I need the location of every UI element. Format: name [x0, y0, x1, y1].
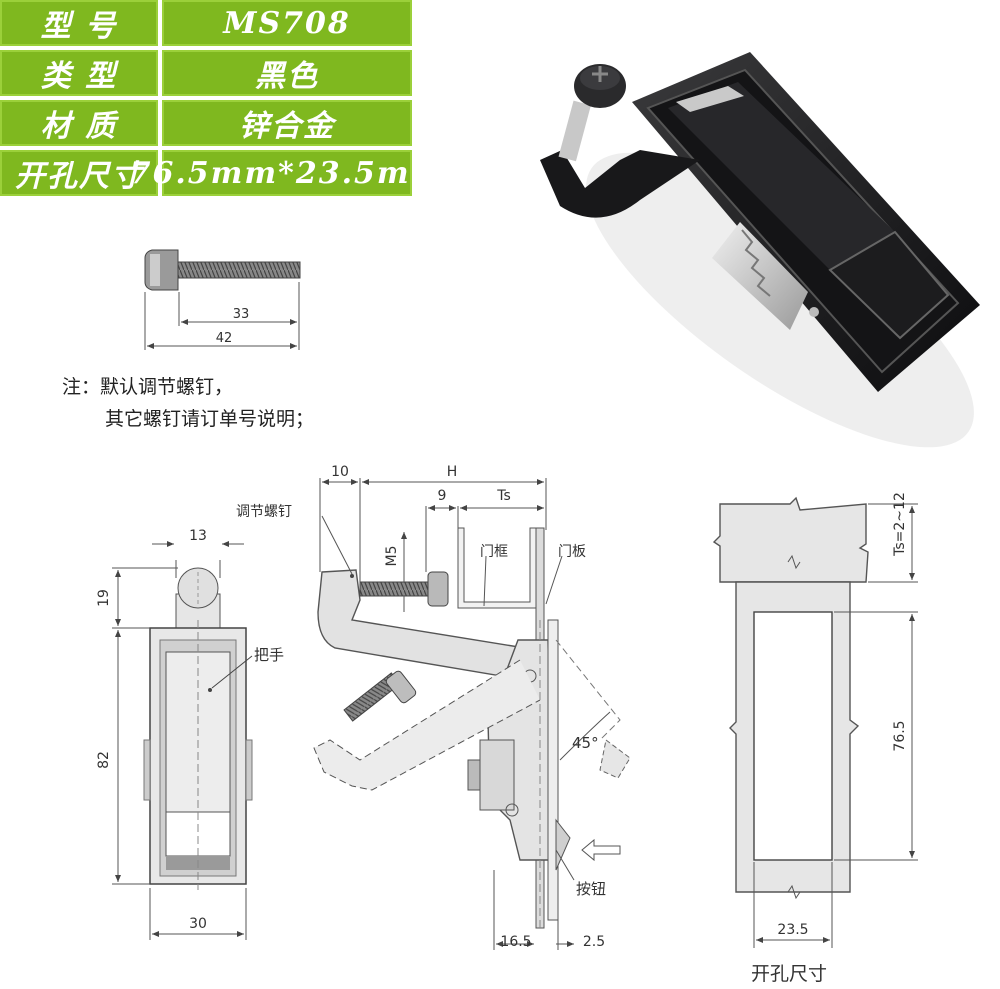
spec-label: 开孔尺寸 [0, 150, 158, 196]
spec-row-cutout: 开孔尺寸 76.5mm*23.5mm [0, 150, 442, 196]
side-view-drawing [313, 478, 631, 950]
side-dim-10: 10 [331, 464, 349, 480]
spec-value: 黑色 [162, 50, 412, 96]
cutout-drawing [712, 496, 918, 948]
door-frame-label: 门框 [480, 544, 508, 560]
door-panel-label: 门板 [558, 544, 586, 560]
screw-dim-thread: 33 [233, 307, 250, 322]
side-dim-ts: Ts [496, 488, 511, 504]
spec-value: 76.5mm*23.5mm [130, 150, 442, 196]
spec-label: 类 型 [0, 50, 158, 96]
spec-row-type: 类 型 黑色 [0, 50, 412, 96]
side-dim-right: 2.5 [583, 934, 605, 950]
front-dim-top: 13 [189, 528, 207, 544]
side-dim-9: 9 [438, 488, 447, 504]
front-dim-width: 30 [189, 916, 207, 932]
spec-row-material: 材 质 锌合金 [0, 100, 412, 146]
front-dim-height: 82 [96, 751, 112, 769]
open-angle-label: 45° [572, 734, 599, 752]
front-view-drawing [112, 541, 253, 940]
adjust-screw-label: 调节螺钉 [236, 504, 292, 520]
note-line-1: 注：默认调节螺钉， [62, 376, 234, 398]
cutout-dim-width: 23.5 [777, 922, 808, 938]
front-dim-knob: 19 [96, 589, 112, 607]
spec-label: 材 质 [0, 100, 158, 146]
spec-table: 型 号 MS708 类 型 黑色 材 质 锌合金 开孔尺寸 76.5mm*23.… [0, 0, 442, 196]
cutout-dim-ts: Ts=2~12 [892, 492, 908, 557]
latch-product-photo [540, 52, 980, 448]
side-dim-m5: M5 [384, 546, 400, 567]
spec-value: 锌合金 [162, 100, 412, 146]
side-dim-h: H [447, 464, 458, 480]
button-label: 按钮 [576, 880, 606, 898]
screw-drawing [144, 249, 301, 350]
cutout-dim-height: 76.5 [892, 720, 908, 751]
side-dim-left: 16.5 [500, 934, 531, 950]
cutout-caption: 开孔尺寸 [751, 963, 827, 985]
screw-dim-total: 42 [216, 331, 233, 346]
spec-label: 型 号 [0, 0, 158, 46]
handle-label: 把手 [254, 646, 284, 664]
spec-row-model: 型 号 MS708 [0, 0, 412, 46]
note-line-2: 其它螺钉请订单号说明； [105, 408, 315, 430]
spec-value: MS708 [162, 0, 412, 46]
